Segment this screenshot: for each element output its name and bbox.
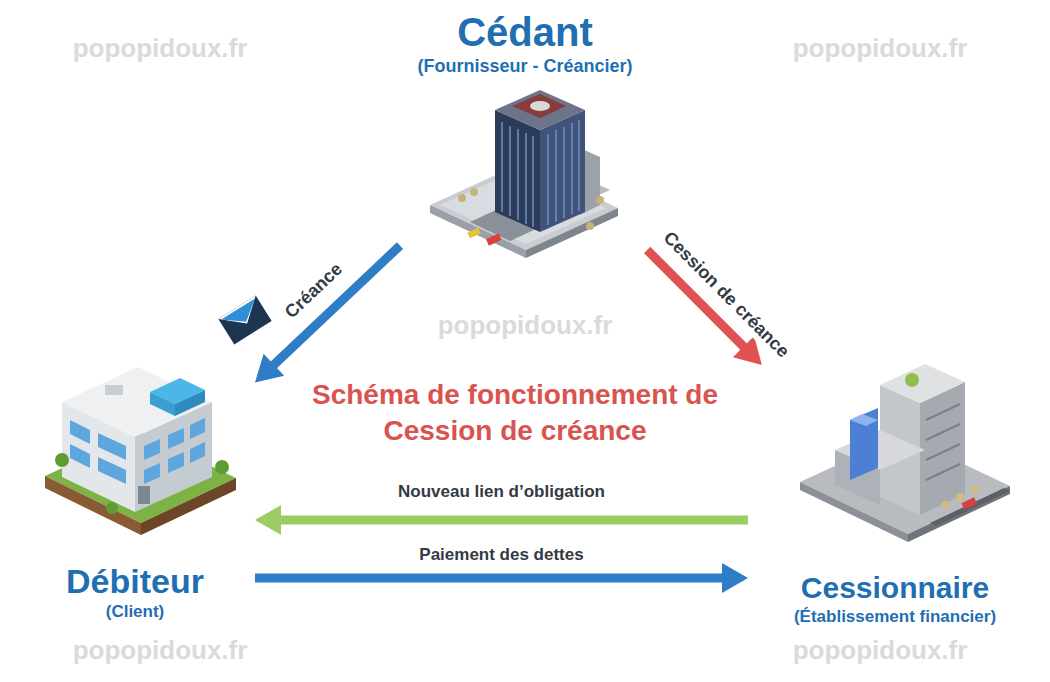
arrow-shaft (255, 574, 724, 583)
watermark: popopidoux.fr (438, 310, 613, 341)
supplier-node: Cédant(Fournisseur - Créancier) (400, 5, 650, 250)
flow-arrow (255, 246, 400, 383)
party-name: Cessionnaire (801, 571, 989, 606)
party-name: Cédant (457, 9, 593, 55)
watermark: popopidoux.fr (793, 33, 968, 64)
client-node: Débiteur(Client) (15, 365, 255, 627)
flow-label: Paiement des dettes (416, 545, 586, 565)
party-role: (Établissement financier) (794, 606, 996, 628)
flow-arrow (255, 505, 748, 535)
arrow-head (255, 505, 281, 535)
party-name: Débiteur (66, 562, 204, 601)
party-role: (Client) (106, 601, 165, 623)
party-role: (Fournisseur - Créancier) (417, 55, 632, 78)
envelope-icon (218, 296, 271, 345)
arrow-head (722, 563, 748, 593)
watermark: popopidoux.fr (793, 635, 968, 666)
cedant-building (430, 90, 618, 258)
flow-label: Créance (279, 257, 350, 326)
arrow-shaft (279, 516, 748, 525)
diagram-title: Schéma de fonctionnement de Cession de c… (255, 377, 775, 450)
arrow-shaft (272, 246, 400, 367)
bank-node: Cessionnaire(Établissement financier) (748, 365, 1042, 632)
watermark: popopidoux.fr (73, 635, 248, 666)
debiteur-building (45, 367, 236, 535)
watermark: popopidoux.fr (73, 33, 248, 64)
flow-label: Cession de créance (656, 225, 795, 364)
arrow-head (255, 354, 284, 383)
flow-label: Nouveau lien d’obligation (395, 482, 608, 502)
flow-arrow (255, 563, 748, 593)
cessionnaire-building (800, 364, 1010, 542)
